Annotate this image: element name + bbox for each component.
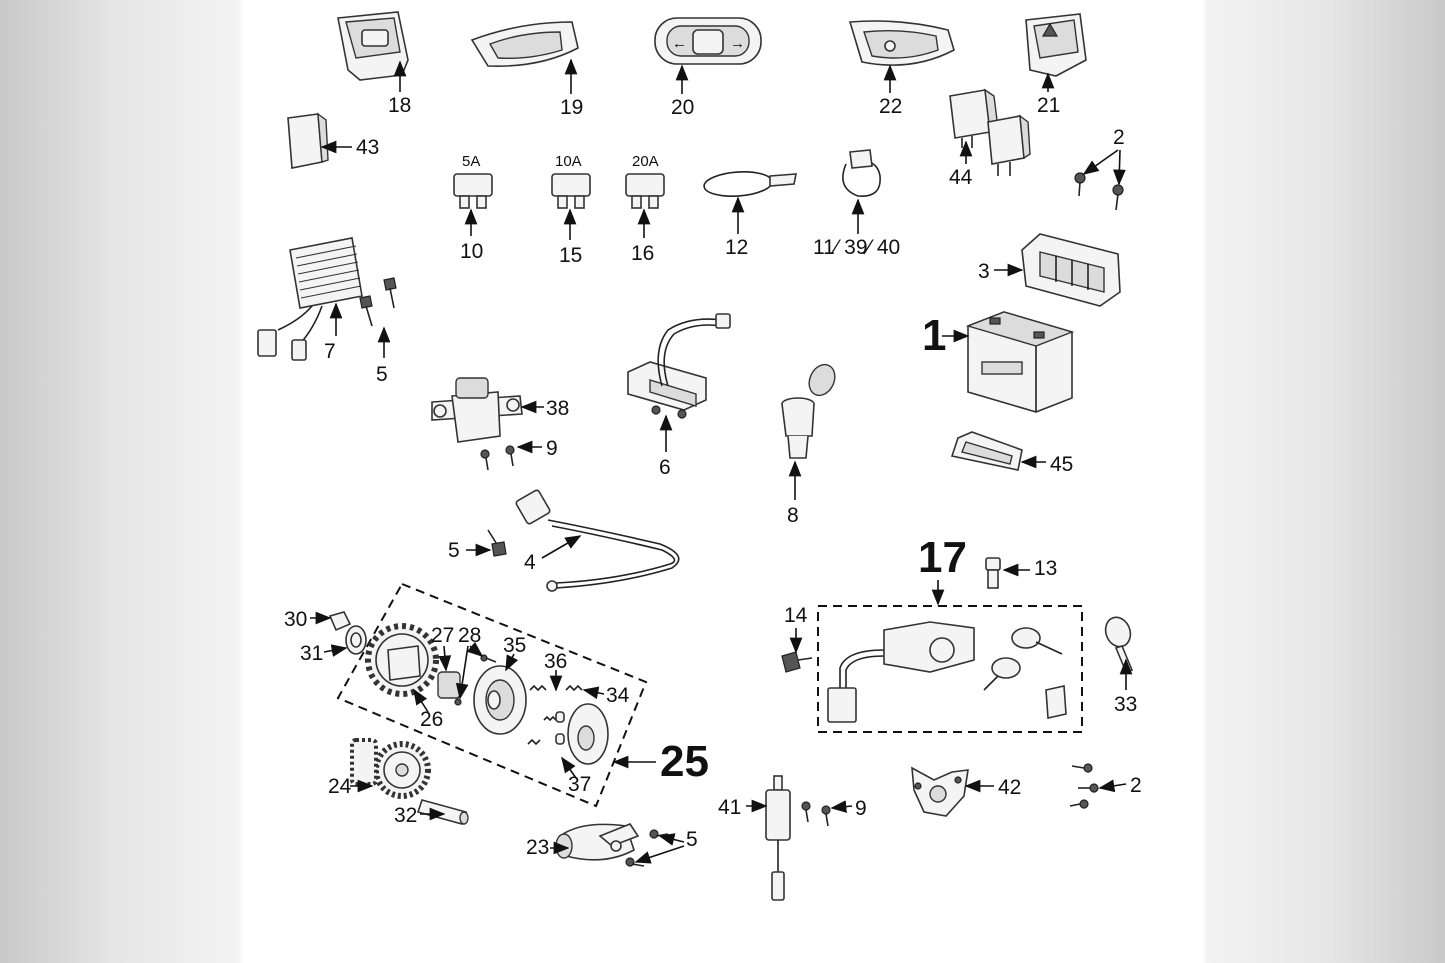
label-25: 25 <box>660 737 709 786</box>
svg-text:←: ← <box>672 35 687 52</box>
part-7-regulator <box>257 237 363 361</box>
part-4-ground-harness <box>515 489 680 592</box>
part-13-bolt <box>985 557 1001 589</box>
part-5-bolt-harness <box>487 529 507 557</box>
label-6: 6 <box>659 456 671 479</box>
label-22: 22 <box>879 95 902 118</box>
label-37: 37 <box>568 773 591 796</box>
label-35: 35 <box>503 634 526 657</box>
label-2-bottom: 2 <box>1130 774 1142 797</box>
label-33: 33 <box>1114 693 1137 716</box>
label-34: 34 <box>606 684 630 707</box>
label-26: 26 <box>420 708 443 731</box>
part-34-springs <box>565 684 583 692</box>
fuse-10a-rating: 10A <box>555 153 582 170</box>
label-11-39-40: 11∕ 39∕ 40 <box>813 236 900 259</box>
part-2-screws-bottom <box>1069 763 1099 809</box>
part-20-indicator-switch: ← → <box>654 17 762 65</box>
part-9-screws-sensor <box>480 445 515 471</box>
part-42-bracket <box>911 766 969 817</box>
part-3-battery-cover <box>1021 233 1121 307</box>
label-4: 4 <box>524 551 536 574</box>
label-30: 30 <box>284 608 307 631</box>
part-18-switch-housing <box>337 11 409 81</box>
label-23: 23 <box>526 836 549 859</box>
part-45-battery-strap <box>950 431 1023 471</box>
part-37-plate <box>555 703 609 765</box>
kit-25-dashed-box <box>336 582 648 808</box>
part-23-starter-motor <box>555 823 640 861</box>
label-38: 38 <box>546 397 569 420</box>
svg-text:→: → <box>730 35 745 52</box>
label-5-starter: 5 <box>686 828 698 851</box>
label-15: 15 <box>559 244 582 267</box>
label-19: 19 <box>560 96 583 119</box>
label-18: 18 <box>388 94 411 117</box>
label-32: 32 <box>394 804 417 827</box>
fuse-5a-rating: 5A <box>462 153 480 170</box>
part-6-ignition-coil <box>627 313 731 419</box>
label-2-top: 2 <box>1113 126 1125 149</box>
label-5-regulator: 5 <box>376 363 388 386</box>
part-31-washer <box>345 625 367 655</box>
label-44: 44 <box>949 166 973 189</box>
part-35-one-way-clutch <box>473 665 527 735</box>
part-8-power-socket <box>781 363 836 459</box>
label-14: 14 <box>784 604 808 627</box>
part-17-ignition-lock-set <box>827 621 1067 723</box>
part-36-springs <box>527 684 557 746</box>
label-17: 17 <box>918 533 967 582</box>
label-1: 1 <box>922 311 946 360</box>
label-43: 43 <box>356 136 379 159</box>
part-5-bolts-regulator <box>359 277 397 327</box>
label-45: 45 <box>1050 453 1073 476</box>
label-16: 16 <box>631 242 654 265</box>
part-21-switch-housing <box>1025 13 1087 77</box>
part-26-starter-gear <box>365 623 439 697</box>
label-9-switch: 9 <box>855 797 867 820</box>
part-30-washer <box>328 611 352 632</box>
part-32-shaft <box>416 799 469 825</box>
part-43-relay <box>287 112 329 169</box>
label-9-sensor: 9 <box>546 437 558 460</box>
label-8: 8 <box>787 504 799 527</box>
fuse-10a <box>551 173 591 209</box>
label-3: 3 <box>978 260 990 283</box>
label-27: 27 <box>431 624 454 647</box>
part-11-39-40-clamp <box>842 149 881 197</box>
part-14-bolt <box>781 651 813 673</box>
label-7: 7 <box>324 340 336 363</box>
part-22-switch-panel <box>848 20 955 66</box>
label-36: 36 <box>544 650 567 673</box>
part-19-switch-panel <box>470 21 579 67</box>
part-5-bolts-starter <box>625 829 669 867</box>
label-31: 31 <box>300 642 323 665</box>
part-24-gear <box>350 738 431 799</box>
label-41: 41 <box>718 796 741 819</box>
label-21: 21 <box>1037 94 1060 117</box>
fuse-5a <box>453 173 493 209</box>
label-13: 13 <box>1034 557 1057 580</box>
part-1-battery <box>965 311 1075 413</box>
fuse-20a <box>625 173 665 209</box>
label-20: 20 <box>671 96 694 119</box>
label-24: 24 <box>328 775 352 798</box>
part-38-sensor <box>431 377 523 443</box>
label-28: 28 <box>458 624 481 647</box>
label-10: 10 <box>460 240 483 263</box>
label-5-harness: 5 <box>448 539 460 562</box>
part-41-stand-switch <box>765 775 791 901</box>
part-12-cable-tie <box>703 170 797 198</box>
part-9-screws-switch <box>801 801 831 827</box>
part-44-relays <box>949 88 1031 176</box>
fuse-20a-rating: 20A <box>632 153 659 170</box>
part-33-key <box>1104 616 1134 673</box>
part-27-bearing <box>437 671 461 699</box>
label-42: 42 <box>998 776 1021 799</box>
label-12: 12 <box>725 236 748 259</box>
part-2-screws-top <box>1074 172 1124 211</box>
